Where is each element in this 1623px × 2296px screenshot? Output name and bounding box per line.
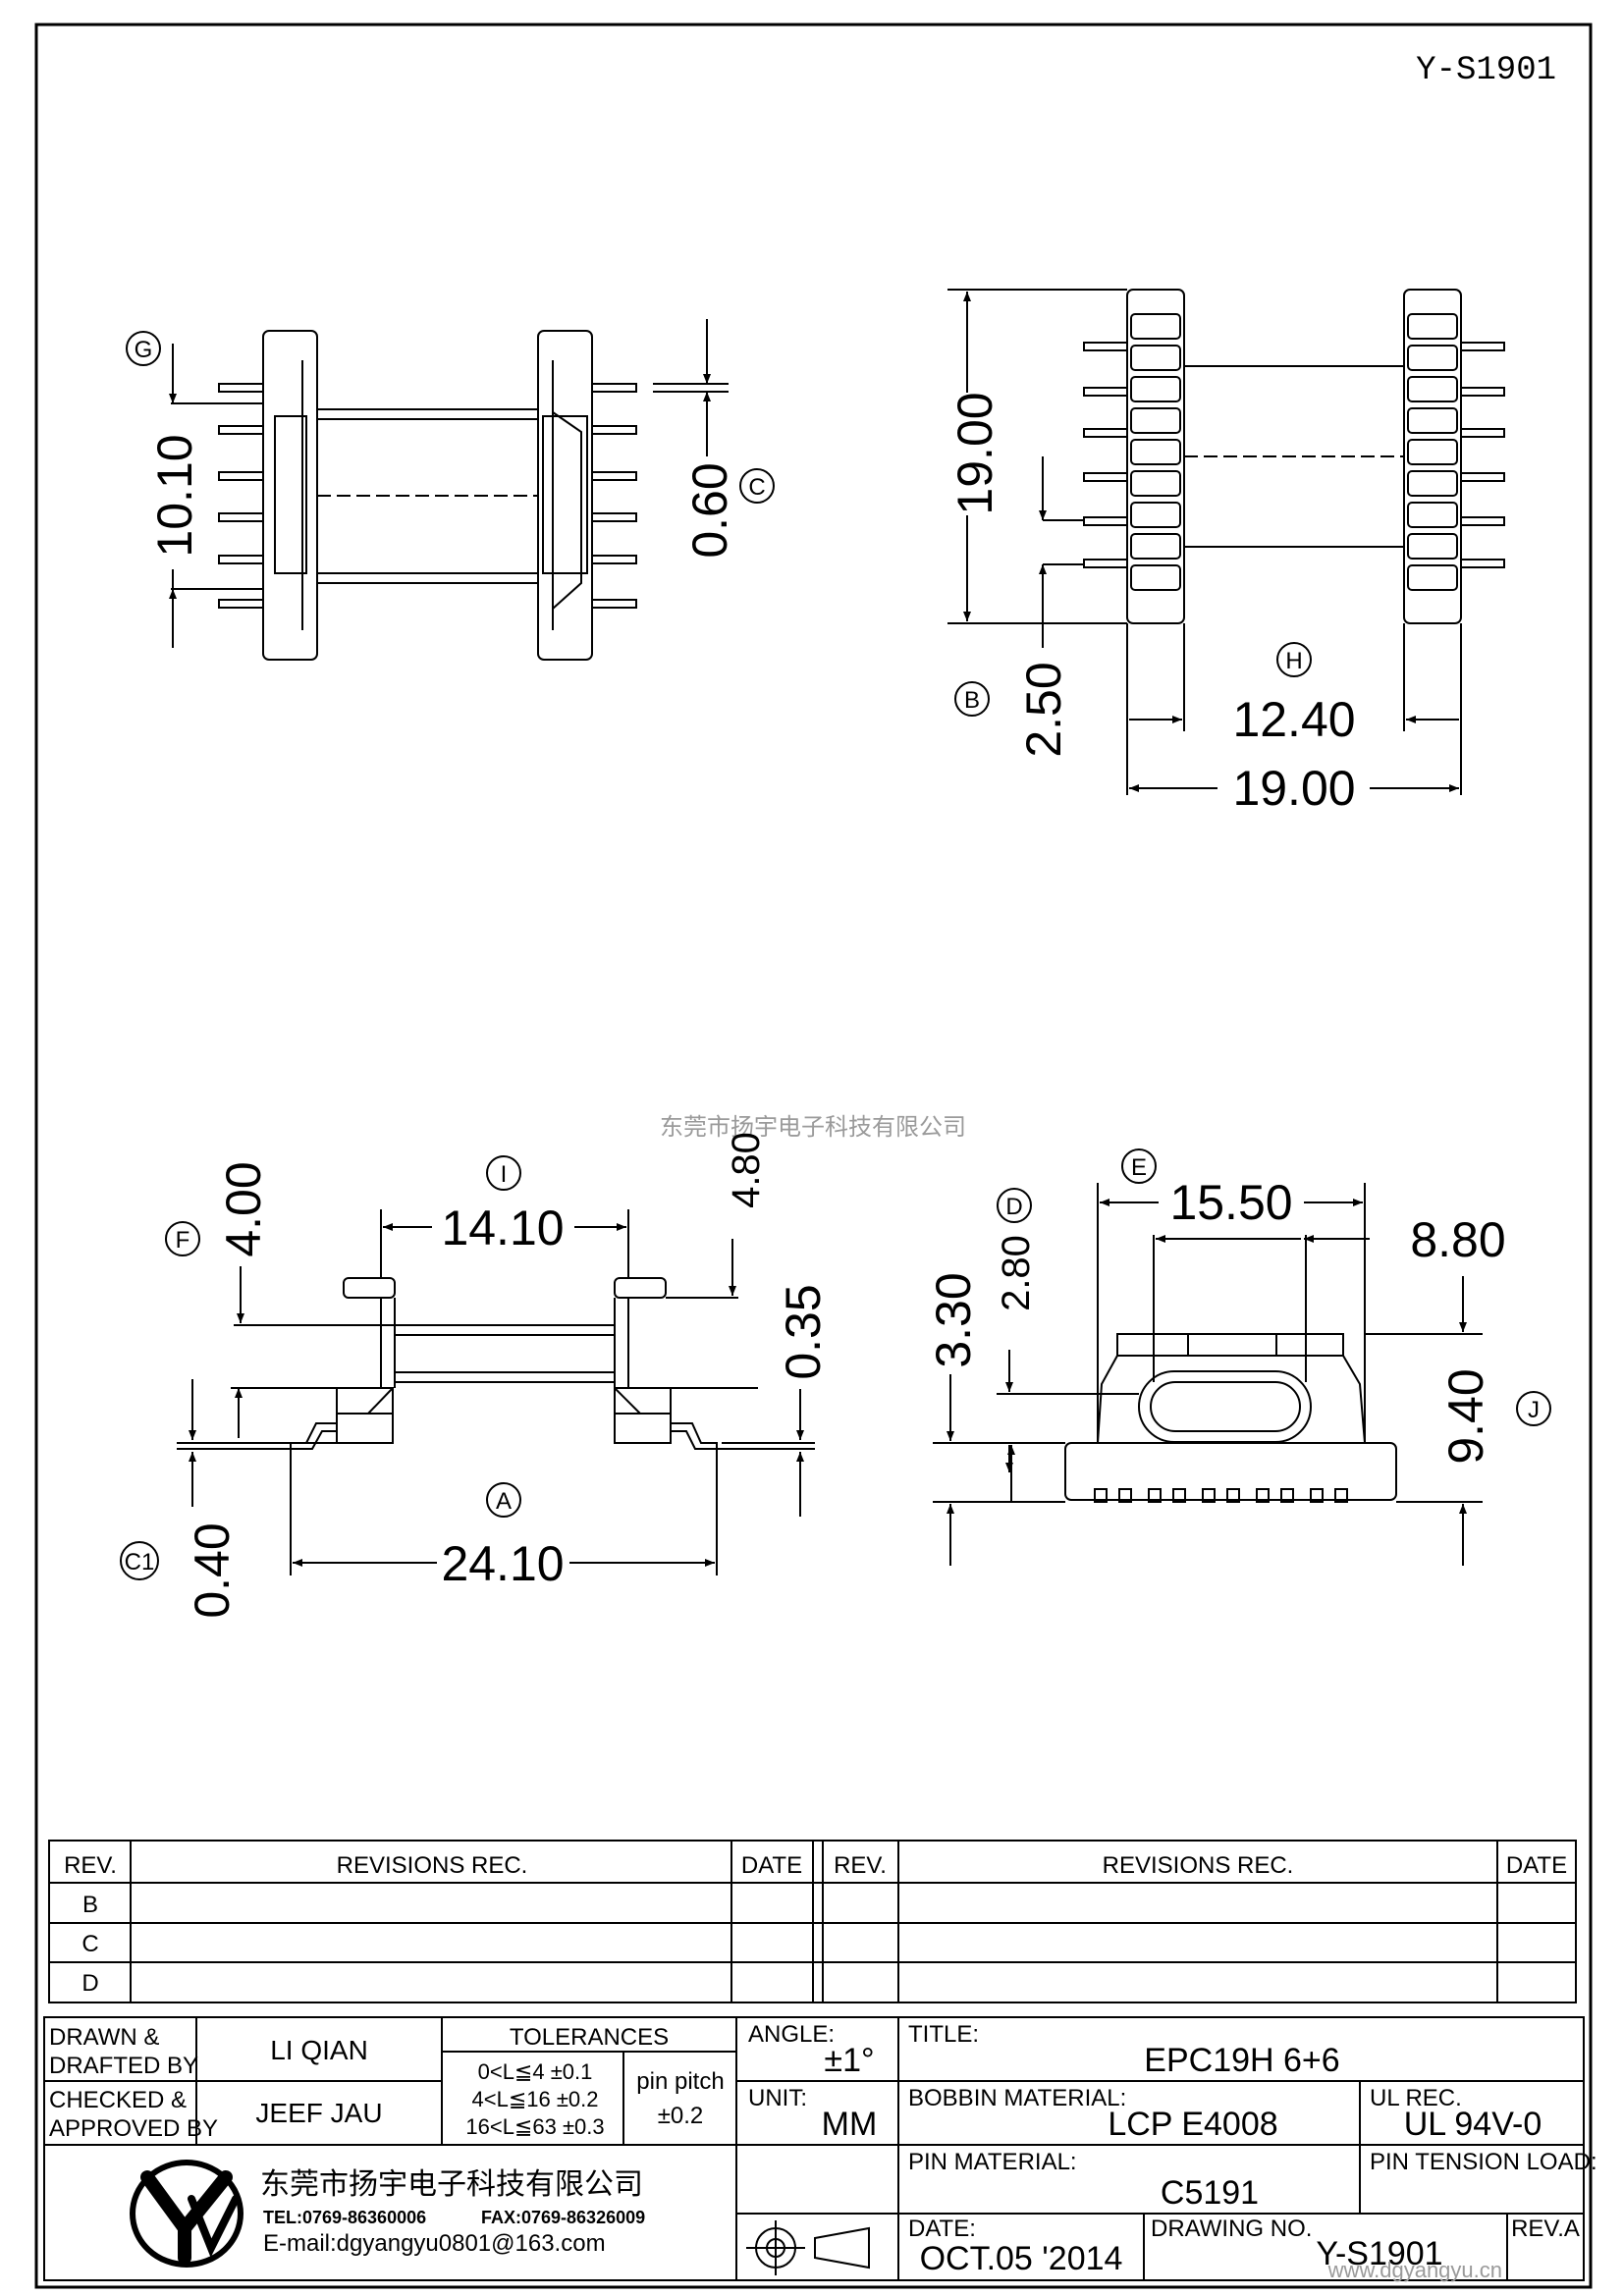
- company-logo: [130, 2160, 243, 2268]
- watermark-url: www.dgyangyu.cn: [1327, 2258, 1502, 2282]
- marker-c: C: [739, 468, 775, 504]
- marker-d: D: [997, 1188, 1032, 1223]
- tolerance-row-2: 4<L≦16 ±0.2: [472, 2087, 599, 2111]
- marker-b: B: [954, 681, 990, 717]
- sheet-border: [34, 23, 1593, 2289]
- svg-text:B: B: [964, 687, 980, 714]
- marker-f: F: [165, 1221, 200, 1256]
- dim-0-40: 0.40: [185, 1522, 240, 1618]
- dim-19-00-vertical: 19.00: [947, 392, 1002, 514]
- company-email: E-mail:dgyangyu0801@163.com: [263, 2230, 606, 2257]
- dim-2-50: 2.50: [1016, 662, 1071, 757]
- dim-10-10: 10.10: [147, 434, 202, 557]
- dim-14-10: 14.10: [441, 1201, 564, 1255]
- view-bottom-left: [177, 1209, 815, 1575]
- watermark: 东莞市扬宇电子科技有限公司: [660, 1113, 966, 1141]
- svg-text:J: J: [1528, 1397, 1540, 1423]
- svg-text:D: D: [1005, 1194, 1022, 1220]
- svg-text:C1: C1: [125, 1549, 155, 1575]
- marker-c1: C1: [120, 1541, 159, 1580]
- date-header-left: DATE: [741, 1852, 802, 1879]
- svg-text:C: C: [748, 474, 765, 501]
- angle-value: ±1°: [824, 2042, 874, 2079]
- title-block: [43, 2016, 1585, 2281]
- view-top-right: [947, 289, 1505, 795]
- marker-j: J: [1516, 1391, 1551, 1426]
- checked-label-1: CHECKED &: [49, 2087, 187, 2113]
- dim-4-80: 4.80: [725, 1132, 768, 1208]
- tolerance-row-1: 0<L≦4 ±0.1: [478, 2059, 593, 2084]
- rev-row-b: B: [82, 1892, 98, 1918]
- title-value: EPC19H 6+6: [1144, 2042, 1339, 2079]
- revisions-table: [48, 1840, 1577, 2003]
- view-top-left: [169, 319, 729, 661]
- date-header-right: DATE: [1506, 1852, 1567, 1879]
- svg-text:H: H: [1285, 648, 1302, 674]
- pin-material-value: C5191: [1161, 2174, 1259, 2212]
- dim-24-10: 24.10: [441, 1536, 564, 1591]
- checked-name: JEEF JAU: [255, 2098, 382, 2128]
- unit-label: UNIT:: [748, 2085, 807, 2111]
- angle-label: ANGLE:: [748, 2021, 835, 2048]
- checked-label-2: APPROVED BY: [49, 2115, 218, 2142]
- drawn-label-2: DRAFTED BY: [49, 2053, 198, 2079]
- ul-rec-value: UL 94V-0: [1404, 2106, 1542, 2143]
- drawing-code: Y-S1901: [1416, 52, 1556, 89]
- svg-text:F: F: [176, 1227, 190, 1254]
- dim-12-40: 12.40: [1232, 692, 1355, 747]
- unit-value: MM: [822, 2106, 878, 2143]
- date-label: DATE:: [908, 2216, 976, 2242]
- view-bottom-right: [933, 1183, 1483, 1566]
- title-label: TITLE:: [908, 2021, 979, 2048]
- pin-tension-label: PIN TENSION LOAD:: [1370, 2149, 1597, 2175]
- drawing-no-value: Y-S1901: [1316, 2235, 1442, 2272]
- dim-2-80: 2.80: [995, 1235, 1038, 1311]
- marker-e: E: [1121, 1148, 1157, 1184]
- rec-header-right: REVISIONS REC.: [1103, 1852, 1294, 1879]
- dim-15-50: 15.50: [1169, 1175, 1292, 1230]
- rev-header-left: REV.: [64, 1852, 117, 1879]
- dim-4-00: 4.00: [216, 1161, 271, 1256]
- company-fax: FAX:0769-86326009: [481, 2208, 645, 2227]
- dim-8-80: 8.80: [1410, 1212, 1505, 1267]
- dim-0-35: 0.35: [776, 1284, 831, 1379]
- company-tel: TEL:0769-86360006: [263, 2208, 426, 2227]
- bobbin-material-value: LCP E4008: [1108, 2106, 1277, 2143]
- dim-19-00-horizontal: 19.00: [1232, 761, 1355, 816]
- drawing-no-label: DRAWING NO.: [1151, 2216, 1312, 2242]
- marker-a: A: [486, 1482, 521, 1518]
- pin-pitch-value: ±0.2: [658, 2103, 704, 2129]
- tolerances-label: TOLERANCES: [510, 2024, 669, 2051]
- marker-g: G: [126, 331, 161, 366]
- svg-text:A: A: [496, 1488, 512, 1515]
- drawn-label-1: DRAWN &: [49, 2024, 159, 2051]
- svg-text:G: G: [135, 337, 153, 363]
- svg-text:I: I: [501, 1161, 508, 1188]
- date-value: OCT.05 '2014: [920, 2240, 1123, 2277]
- dim-0-60: 0.60: [682, 462, 737, 558]
- rev-header-right: REV.: [834, 1852, 887, 1879]
- marker-h: H: [1276, 642, 1312, 677]
- rev-row-d: D: [81, 1970, 98, 1997]
- drawn-name: LI QIAN: [270, 2035, 368, 2065]
- ul-rec-label: UL REC.: [1370, 2085, 1462, 2111]
- rec-header-left: REVISIONS REC.: [337, 1852, 528, 1879]
- dim-3-30: 3.30: [926, 1272, 981, 1367]
- company-name: 东莞市扬宇电子科技有限公司: [260, 2167, 643, 2202]
- svg-text:E: E: [1131, 1154, 1147, 1181]
- rev-row-c: C: [81, 1931, 98, 1957]
- marker-i: I: [486, 1155, 521, 1191]
- pin-material-label: PIN MATERIAL:: [908, 2149, 1077, 2175]
- dim-9-40: 9.40: [1438, 1368, 1493, 1464]
- rev-a-label: REV.A: [1511, 2216, 1580, 2242]
- tolerance-row-3: 16<L≦63 ±0.3: [465, 2114, 604, 2139]
- bobbin-material-label: BOBBIN MATERIAL:: [908, 2085, 1126, 2111]
- pin-pitch-label: pin pitch: [636, 2068, 724, 2095]
